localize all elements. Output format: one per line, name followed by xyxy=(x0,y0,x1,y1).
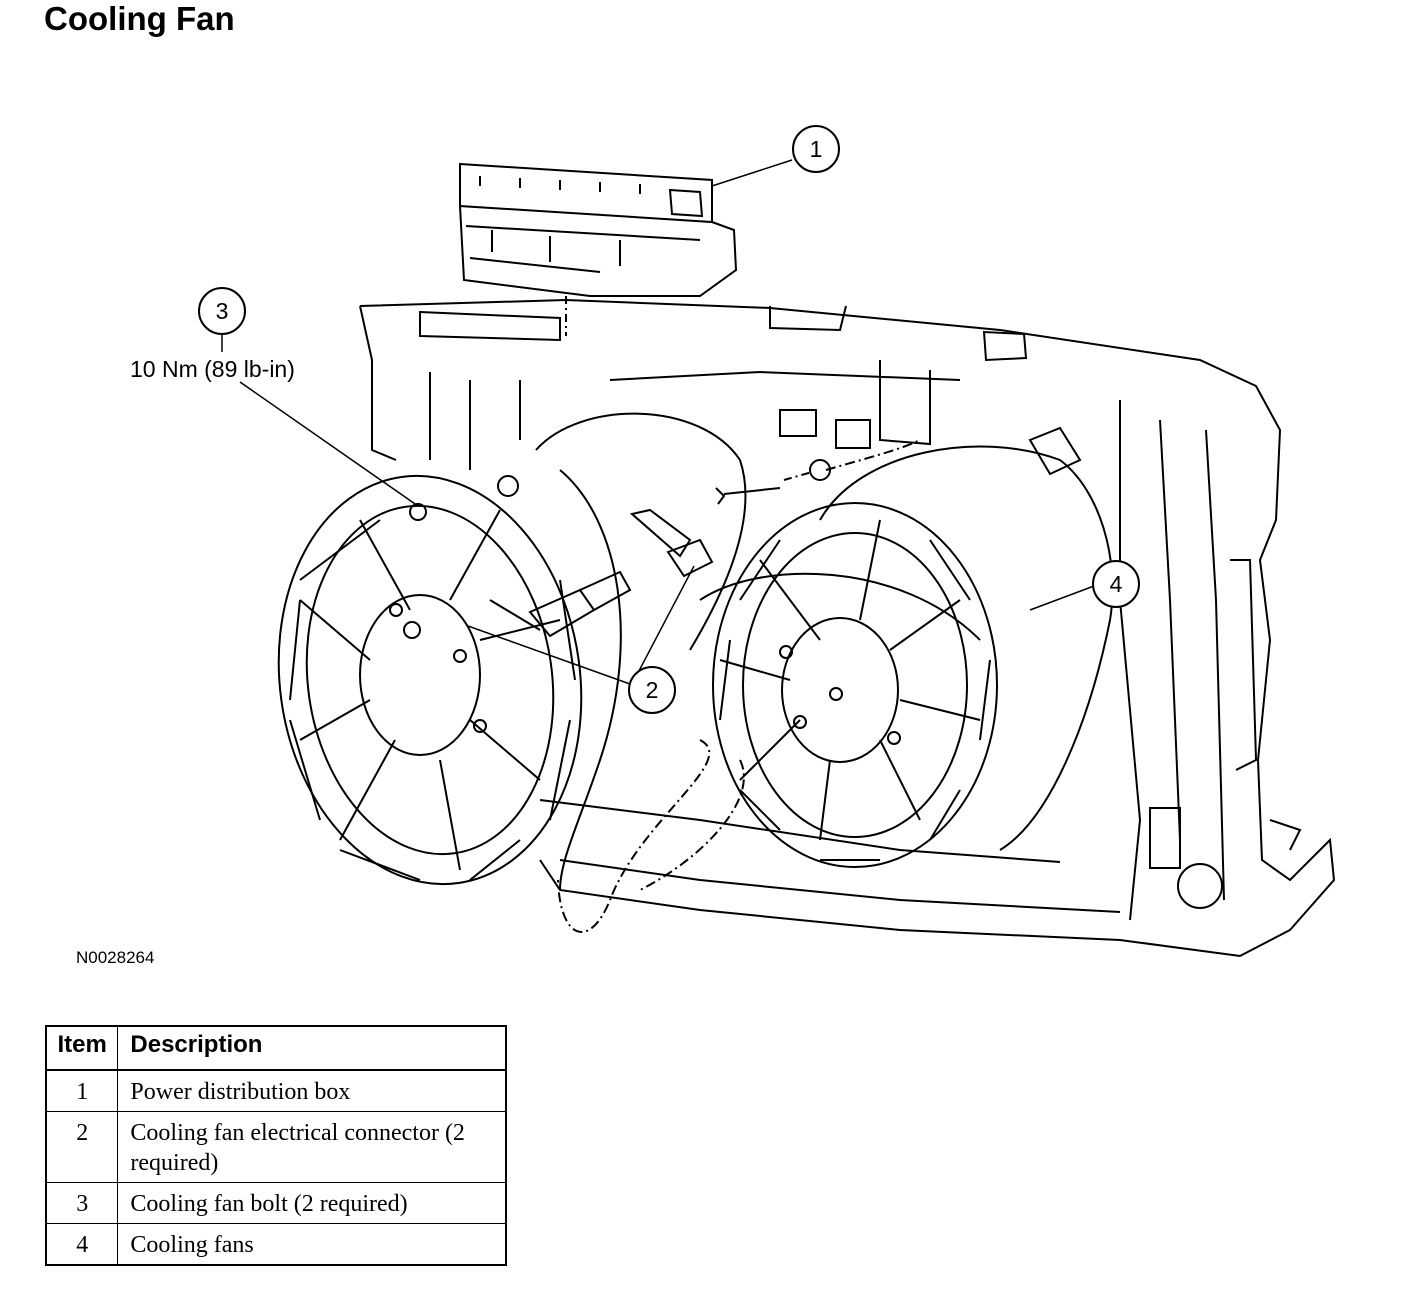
page-title: Cooling Fan xyxy=(44,0,235,37)
left-cooling-fan xyxy=(277,412,747,891)
callout-1-label: 1 xyxy=(810,136,823,162)
callout-4-label: 4 xyxy=(1110,571,1123,597)
row-description: Cooling fan electrical connector (2 requ… xyxy=(117,1111,507,1183)
figure-id: N0028264 xyxy=(76,948,155,967)
callout-leaders xyxy=(221,159,1095,689)
fan-bolt xyxy=(715,471,813,505)
parts-legend-table: Item Description 1 Power distribution bo… xyxy=(45,1025,507,1266)
row-item: 4 xyxy=(45,1223,119,1266)
callout-3: 3 xyxy=(198,287,246,335)
callout-2-label: 2 xyxy=(646,677,659,703)
right-fan-connector xyxy=(629,426,1082,578)
table-row: 4 Cooling fans xyxy=(45,1223,507,1266)
callout-2: 2 xyxy=(628,666,676,714)
row-item: 2 xyxy=(45,1111,119,1183)
table-row: 3 Cooling fan bolt (2 required) xyxy=(45,1182,507,1224)
header-item: Item xyxy=(45,1025,119,1071)
connector-harness-dashline xyxy=(557,739,711,933)
row-description: Cooling fan bolt (2 required) xyxy=(117,1182,507,1224)
torque-spec: 10 Nm (89 lb-in) xyxy=(130,356,295,382)
row-item: 3 xyxy=(45,1182,119,1224)
table-header-row: Item Description xyxy=(45,1025,507,1071)
cooling-fan-illustration: 1 2 3 4 xyxy=(198,125,1336,958)
callout-1: 1 xyxy=(792,125,840,173)
callout-3-label: 3 xyxy=(216,298,229,324)
callout-4: 4 xyxy=(1092,560,1140,608)
table-row: 2 Cooling fan electrical connector (2 re… xyxy=(45,1111,507,1183)
power-distribution-box xyxy=(459,162,738,297)
table-row: 1 Power distribution box xyxy=(45,1069,507,1112)
right-cooling-fan xyxy=(699,445,1114,868)
left-fan-connector xyxy=(489,570,632,638)
radiator-frame xyxy=(359,298,1336,958)
row-item: 1 xyxy=(45,1069,119,1112)
row-description: Cooling fans xyxy=(117,1223,507,1266)
header-description: Description xyxy=(117,1025,507,1071)
row-description: Power distribution box xyxy=(117,1069,507,1112)
